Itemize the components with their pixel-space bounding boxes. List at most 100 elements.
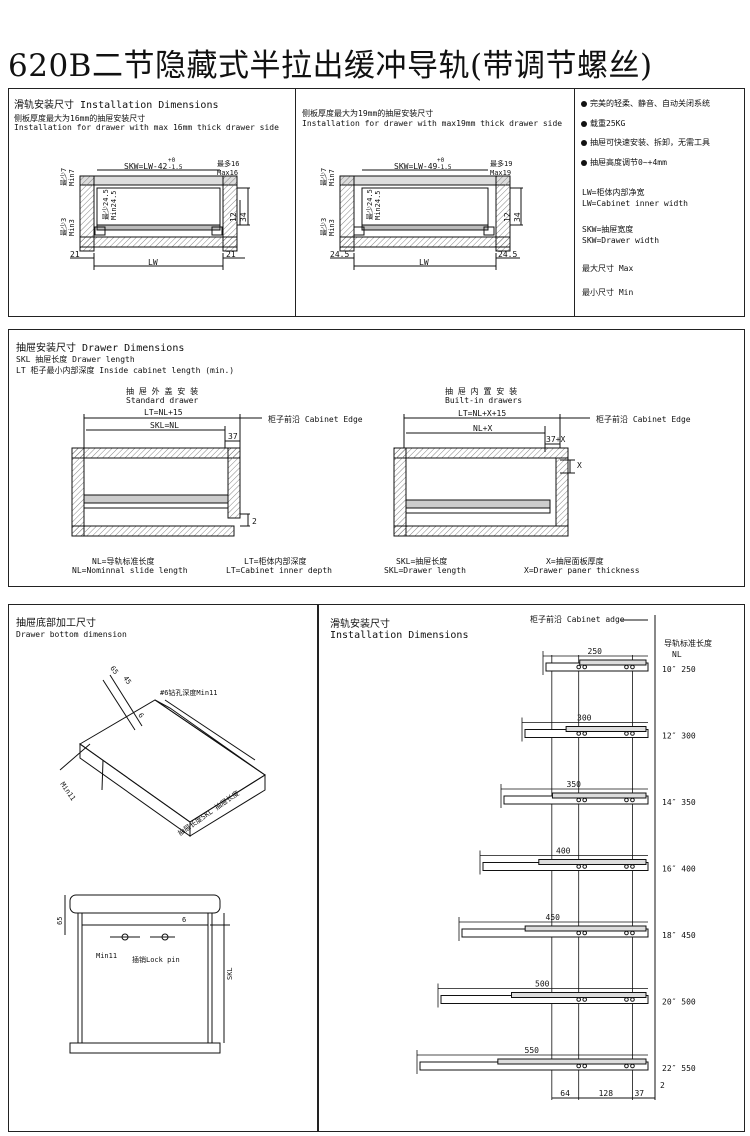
slide-length-label-6: 550 — [525, 1046, 540, 1055]
slide-hole-1-1 — [582, 731, 588, 736]
slide-hole-5-2 — [624, 997, 629, 1002]
slide-hole-1-2 — [624, 731, 629, 736]
standard-drawer-en: Standard drawer — [126, 396, 199, 405]
drawer-bottom-panel — [8, 604, 318, 1132]
standard-drawer-cn: 抽 屉 外 盖 安 装 — [126, 387, 199, 396]
slide-hole-0-1 — [582, 664, 588, 670]
feature-bullet-4 — [581, 160, 587, 166]
right-dim-a: 24.5 — [330, 250, 349, 259]
lock-pin-label: 插销Lock pin — [132, 955, 180, 964]
slide-inner-rail-0 — [579, 659, 647, 666]
builtin-drawer-cn: 抽 屉 内 置 安 装 — [445, 387, 518, 396]
slide-hole-6-2 — [624, 1063, 629, 1069]
drawer-lt-note: LT 柜子最小内部深度 Inside cabinet length (min.) — [16, 366, 235, 375]
legend-skl-cn: SKL=抽屉长度 — [396, 557, 448, 566]
slide-hole-3-1 — [582, 864, 588, 869]
legend-lw-en: LW=Cabinet inner width — [582, 199, 688, 208]
slide-inner-rail-2 — [551, 792, 647, 799]
right-top-min: 最少7 — [320, 168, 328, 186]
slide-hole-0-0 — [576, 664, 582, 670]
slide-inner-rail-1 — [565, 726, 647, 732]
slide-size-label-5: 20″ 500 — [662, 998, 696, 1007]
legend-lt-cn: LT=柜体内部深度 — [244, 557, 307, 566]
feature-bullet-2 — [581, 121, 587, 127]
slide-length-label-2: 350 — [567, 780, 582, 789]
legend-x-cn: X=抽屉面板厚度 — [546, 557, 604, 566]
installation-left-cell — [8, 88, 296, 317]
slide-hole-6-1 — [582, 1063, 588, 1069]
skl-side-label: SKL — [226, 967, 234, 980]
slide-hole-4-0 — [576, 930, 582, 936]
slides-heading-cn: 滑轨安装尺寸 — [330, 619, 390, 630]
slide-size-label-1: 12″ 300 — [662, 732, 696, 741]
legend-skw-en: SKW=Drawer width — [582, 236, 660, 245]
slides-heading-en: Installation Dimensions — [330, 630, 469, 641]
builtin-nl-label: NL+X — [473, 424, 492, 433]
feature-bullet-1 — [581, 101, 587, 107]
drawer-dimensions-panel — [8, 329, 745, 587]
right-install-cn: 侧板厚度最大为19mm的抽屉安装尺寸 — [302, 109, 434, 118]
hole-depth-label: #6钻孔深度Min11 — [160, 688, 218, 697]
std-lt-label: LT=NL+15 — [144, 408, 183, 417]
std-cabinet-edge: 柜子前沿 Cabinet Edge — [268, 414, 363, 424]
slide-hole-4-1 — [582, 930, 588, 936]
left-dim-21b: 21 — [226, 250, 236, 259]
slide-length-label-5: 500 — [535, 980, 550, 989]
left-skw-tol-dn: -1.5 — [168, 164, 183, 171]
left-cross-section-diagram: SKW=LW-42 +0 -1.5 最多16 Max16 最少7 Min7 最少… — [60, 157, 523, 270]
drawer-bottom-diagram: #6钻孔深度Min11 65 45 6 抽屉长度SKL 抽屉长度 Min11 6… — [56, 665, 266, 1054]
builtin-x-label: X — [577, 461, 582, 470]
dim-2: 2 — [660, 1081, 665, 1090]
right-skw-tol-dn: -1.5 — [437, 164, 452, 171]
legend-lt-en: LT=Cabinet inner depth — [226, 566, 332, 575]
slide-hole-3-2 — [624, 864, 629, 869]
left-install-en: Installation for drawer with max 16mm th… — [14, 123, 279, 132]
legend-nl-cn: NL=导轨标准长度 — [92, 557, 155, 566]
right-side-max: 最多19 — [490, 159, 512, 168]
left-top-min: 最少7 — [60, 168, 68, 186]
legend-lw-cn: LW=柜体内部净宽 — [582, 188, 645, 197]
legend-max: 最大尺寸 Max — [582, 264, 634, 273]
slide-length-label-0: 250 — [588, 647, 603, 656]
slides-nl-cn: 导轨标准长度 — [664, 639, 712, 648]
slide-length-label-1: 300 — [577, 714, 592, 723]
slide-inner-rail-3 — [538, 859, 647, 865]
installation-heading: 滑轨安装尺寸 Installation Dimensions — [14, 100, 219, 111]
installation-right-cell — [296, 88, 575, 317]
slide-hole-6-0 — [576, 1063, 582, 1069]
feature-bullet-3 — [581, 140, 587, 146]
slide-hole-4-2 — [624, 930, 629, 936]
slide-size-label-3: 16″ 400 — [662, 865, 696, 874]
slide-length-label-3: 400 — [556, 847, 571, 856]
bottom-heading: 抽屉底部加工尺寸 — [16, 618, 96, 629]
slide-size-label-2: 14″ 350 — [662, 798, 696, 807]
right-side-max-en: Max19 — [490, 169, 511, 177]
slide-hole-3-3 — [630, 864, 635, 869]
builtin-drawer-en: Built-in drawers — [445, 396, 523, 405]
right-dim-b: 24.5 — [498, 250, 517, 259]
right-dim-34: 34 — [513, 212, 522, 222]
right-top-min-en: Min7 — [328, 169, 336, 186]
dim-37: 37 — [634, 1089, 644, 1098]
left-side-max-en: Max16 — [217, 169, 238, 177]
bottom-sub: Drawer bottom dimension — [16, 630, 127, 639]
slides-nl-en: NL — [672, 650, 682, 659]
left-dim-34: 34 — [239, 212, 248, 222]
left-install-cn: 侧板厚度最大为16mm的抽屉安装尺寸 — [14, 114, 146, 123]
right-skw-tol-up: +0 — [437, 157, 445, 164]
slide-size-label-0: 10″ 250 — [662, 665, 696, 674]
right-lw-label: LW — [419, 258, 429, 267]
slide-hole-1-3 — [630, 731, 635, 736]
slide-hole-2-1 — [582, 797, 588, 803]
feature-1: 完美的轻柔、静音、自动关闭系统 — [590, 99, 710, 108]
dim-6b: 6 — [182, 916, 186, 924]
legend-skl-en: SKL=Drawer length — [384, 566, 466, 575]
standard-drawer-diagram: LT=NL+15 SKL=NL 37 2 柜子前沿 Cabinet Edge L… — [71, 408, 691, 537]
left-mid-min: 最少24.5 — [102, 189, 110, 220]
feature-4: 抽屉高度调节0~+4mm — [590, 158, 667, 167]
std-37-label: 37 — [228, 432, 238, 441]
left-skw-tol-up: +0 — [168, 157, 176, 164]
legend-skw-cn: SKW=抽屉宽度 — [582, 225, 634, 234]
left-dim-12: 12 — [229, 212, 238, 222]
left-dim-21a: 21 — [70, 250, 80, 259]
